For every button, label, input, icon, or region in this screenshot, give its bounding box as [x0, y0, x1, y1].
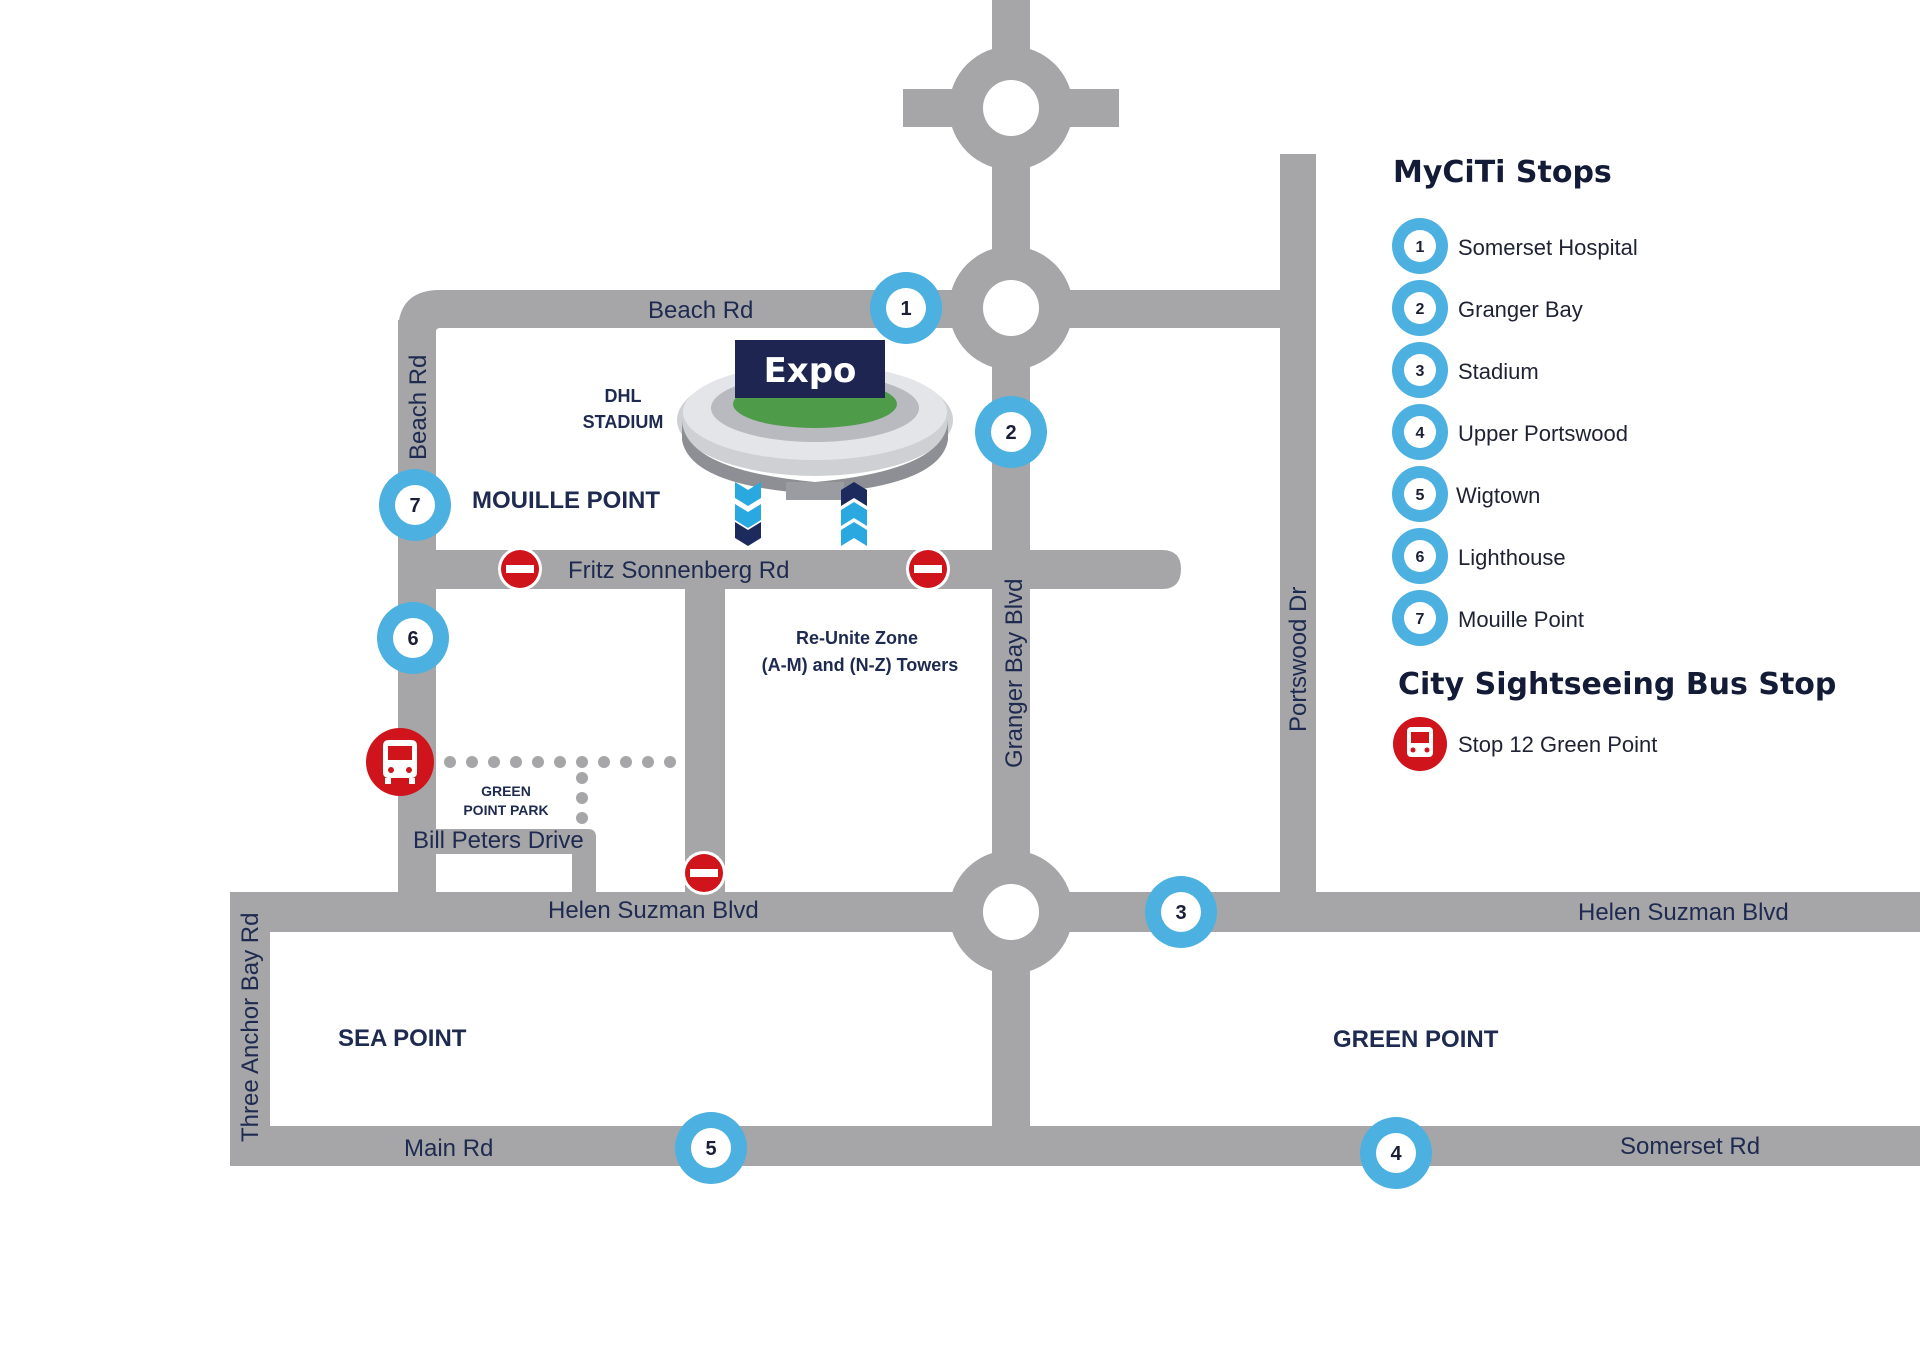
- svg-text:5: 5: [1416, 487, 1425, 504]
- legend-bus-title: City Sightseeing Bus Stop: [1398, 667, 1836, 702]
- svg-text:1: 1: [1416, 239, 1425, 256]
- map-stop-7[interactable]: 7: [379, 469, 451, 541]
- svg-text:Upper Portswood: Upper Portswood: [1458, 421, 1628, 446]
- roundabout-top-island: [983, 80, 1039, 136]
- no-entry-icon: [906, 547, 950, 591]
- legend-item-6: 6 Lighthouse: [1392, 528, 1566, 584]
- svg-text:6: 6: [1416, 549, 1425, 566]
- road-three-anchor-bay: [230, 892, 270, 1166]
- road-network: [230, 0, 1920, 1166]
- svg-text:4: 4: [1416, 425, 1425, 442]
- label-dhl-line2: STADIUM: [583, 412, 664, 432]
- svg-text:5: 5: [705, 1138, 716, 1160]
- svg-text:Stadium: Stadium: [1458, 359, 1539, 384]
- expo-sign: Expo: [735, 340, 885, 398]
- road-bill-peters: [398, 829, 596, 910]
- label-beach-rd-top: Beach Rd: [648, 297, 753, 324]
- label-sea-point: SEA POINT: [338, 1025, 467, 1052]
- svg-text:Granger Bay: Granger Bay: [1458, 297, 1583, 322]
- svg-text:Lighthouse: Lighthouse: [1458, 545, 1566, 570]
- label-dhl-line1: DHL: [605, 386, 642, 406]
- legend-item-1: 1 Somerset Hospital: [1392, 218, 1638, 274]
- road-corner-left-top: [230, 892, 244, 906]
- entry-arrow-down: [735, 482, 761, 546]
- svg-text:Wigtown: Wigtown: [1456, 483, 1540, 508]
- label-bill-peters: Bill Peters Drive: [413, 827, 584, 854]
- label-three-anchor-bay: Three Anchor Bay Rd: [237, 913, 264, 1142]
- label-beach-rd-side: Beach Rd: [405, 355, 432, 460]
- label-helen-suzman-right: Helen Suzman Blvd: [1578, 899, 1789, 926]
- legend-item-7: 7 Mouille Point: [1392, 590, 1584, 646]
- svg-text:Stop 12 Green Point: Stop 12 Green Point: [1458, 732, 1657, 757]
- park-dotted-path: [444, 756, 676, 824]
- svg-text:3: 3: [1175, 902, 1186, 924]
- svg-text:4: 4: [1390, 1143, 1402, 1165]
- legend-item-3: 3 Stadium: [1392, 342, 1539, 398]
- label-fritz-sonnenberg: Fritz Sonnenberg Rd: [568, 557, 789, 584]
- label-reunite-line2: (A-M) and (N-Z) Towers: [762, 655, 959, 675]
- legend-item-4: 4 Upper Portswood: [1392, 404, 1628, 460]
- legend-item-5: 5 Wigtown: [1392, 466, 1540, 522]
- label-green-point: GREEN POINT: [1333, 1026, 1499, 1053]
- legend: MyCiTi Stops 1 Somerset Hospital 2 Grang…: [1392, 155, 1836, 771]
- label-portswood-dr: Portswood Dr: [1285, 587, 1312, 732]
- svg-text:1: 1: [900, 298, 911, 320]
- map-stop-4[interactable]: 4: [1360, 1117, 1432, 1189]
- svg-text:2: 2: [1005, 422, 1016, 444]
- legend-myciti-title: MyCiTi Stops: [1393, 155, 1612, 190]
- label-park-line2: POINT PARK: [463, 802, 548, 818]
- map-stop-2[interactable]: 2: [975, 396, 1047, 468]
- expo-label: Expo: [764, 351, 857, 391]
- map-stop-3[interactable]: 3: [1145, 876, 1217, 948]
- label-mouille-point: MOUILLE POINT: [472, 487, 660, 514]
- road-helen-suzman: [232, 892, 1920, 932]
- no-entry-icon: [498, 547, 542, 591]
- exit-arrow-up: [841, 482, 867, 546]
- roundabout-bottom-island: [983, 884, 1039, 940]
- road-portswood-dr: [1280, 154, 1316, 914]
- roundabout-middle-island: [983, 280, 1039, 336]
- svg-text:Somerset Hospital: Somerset Hospital: [1458, 235, 1638, 260]
- svg-text:3: 3: [1416, 363, 1425, 380]
- map-stop-6[interactable]: 6: [377, 602, 449, 674]
- legend-item-2: 2 Granger Bay: [1392, 280, 1583, 336]
- svg-text:2: 2: [1416, 301, 1425, 318]
- legend-bus-item: Stop 12 Green Point: [1393, 717, 1657, 771]
- label-park-line1: GREEN: [481, 783, 531, 799]
- map-stop-5[interactable]: 5: [675, 1112, 747, 1184]
- bus-icon: [1393, 717, 1447, 771]
- svg-text:7: 7: [409, 495, 420, 517]
- svg-text:Mouille Point: Mouille Point: [1458, 607, 1584, 632]
- road-upper-cross: [1030, 290, 1314, 328]
- road-main-somerset: [230, 1126, 1920, 1166]
- label-reunite-line1: Re-Unite Zone: [796, 628, 918, 648]
- label-main-rd: Main Rd: [404, 1135, 493, 1162]
- bus-stop-icon[interactable]: [366, 728, 434, 796]
- label-helen-suzman-left: Helen Suzman Blvd: [548, 897, 759, 924]
- map-stop-1[interactable]: 1: [870, 272, 942, 344]
- svg-text:7: 7: [1416, 611, 1425, 628]
- no-entry-icon: [682, 851, 726, 895]
- label-granger-bay-blvd: Granger Bay Blvd: [1001, 579, 1028, 768]
- label-somerset-rd: Somerset Rd: [1620, 1133, 1760, 1160]
- svg-text:6: 6: [407, 628, 418, 650]
- road-fritz-sonnenberg: [398, 550, 1181, 589]
